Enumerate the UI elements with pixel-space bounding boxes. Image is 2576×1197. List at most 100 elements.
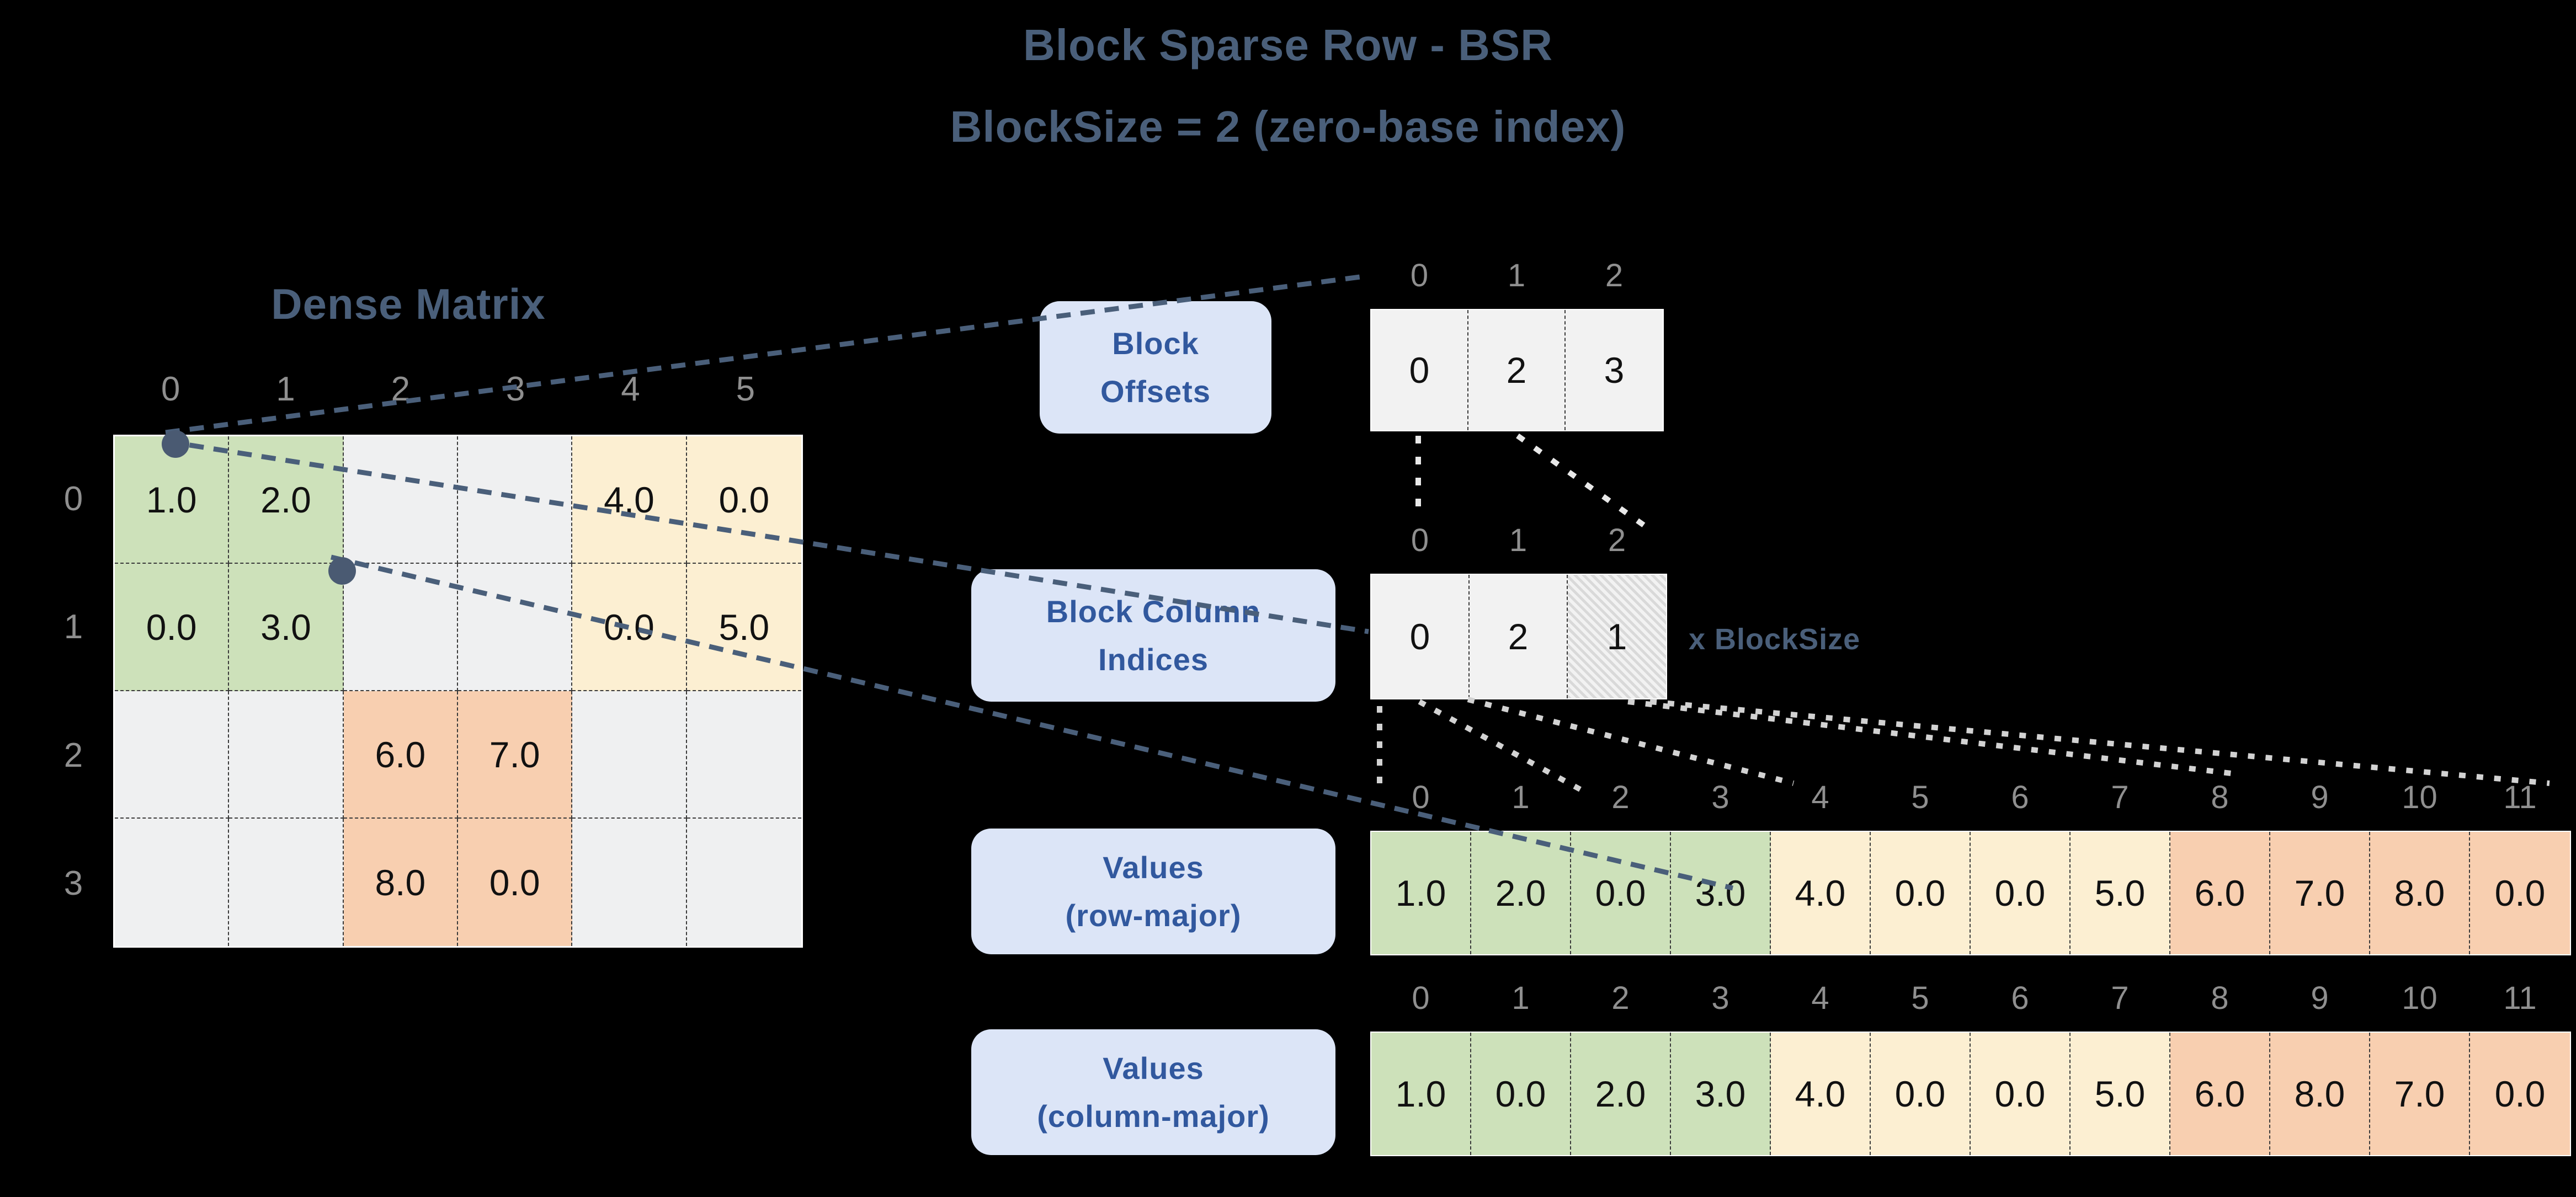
values-row-major-label-line1: Values [1103, 849, 1204, 885]
matrix-cell-r2-c5 [686, 691, 801, 819]
values-row-major-index-5: 5 [1911, 779, 1929, 815]
block-offsets-index-0: 0 [1410, 258, 1429, 293]
values-row-major-value-8: 6.0 [2194, 873, 2245, 913]
matrix-cell-r3-c2: 8.0 [343, 819, 458, 946]
values-column-major-label-line2: (column-major) [1037, 1099, 1270, 1134]
matrix-row-header-1: 1 [63, 608, 83, 646]
matrix-cell-r2-c0 [115, 691, 230, 819]
values-row-major-value-11: 0.0 [2494, 873, 2546, 913]
block-offsets-label-line2: Offsets [1100, 374, 1211, 409]
matrix-cell-r3-c3: 0.0 [457, 819, 573, 946]
link-offset1-to-bci2 [1516, 433, 1652, 532]
values-column-major-value-2: 2.0 [1595, 1073, 1646, 1114]
values-column-major-value-1: 0.0 [1495, 1073, 1546, 1114]
link-bci2b-to-values11 [1649, 699, 2550, 786]
values-row-major-index-1: 1 [1511, 779, 1530, 815]
block-offsets-label-line1: Block [1112, 325, 1199, 361]
block-column-indices-value-0: 0 [1409, 616, 1430, 657]
values-row-major-value-3: 3.0 [1695, 873, 1746, 913]
matrix-cell-r0-c3 [457, 436, 573, 564]
matrix-cell-r3-c1 [229, 819, 344, 946]
values-column-major-index-2: 2 [1611, 980, 1630, 1016]
matrix-col-header-0: 0 [161, 370, 180, 408]
matrix-cell-r0-c5: 0.0 [686, 436, 801, 564]
block-offsets-value-1: 2 [1506, 350, 1527, 391]
link-bci1b-to-values8 [1467, 697, 1795, 786]
values-row-major-index-9: 9 [2311, 779, 2329, 815]
matrix-row-header-2: 2 [63, 736, 83, 774]
values-row-major-value-4: 4.0 [1795, 873, 1846, 913]
block-offsets-value-0: 0 [1409, 350, 1430, 391]
values-column-major-value-10: 7.0 [2394, 1073, 2445, 1114]
block-column-indices-label-line2: Indices [1098, 642, 1209, 677]
values-column-major-index-8: 8 [2211, 980, 2229, 1016]
values-column-major-value-5: 0.0 [1894, 1073, 1946, 1114]
values-column-major-index-3: 3 [1711, 980, 1729, 1016]
values-row-major-value-5: 0.0 [1894, 873, 1946, 913]
values-row-major-index-8: 8 [2211, 779, 2229, 815]
matrix-col-header-3: 3 [505, 370, 525, 408]
values-row-major-label-line2: (row-major) [1065, 898, 1242, 933]
matrix-cell-r0-c4: 4.0 [572, 436, 687, 564]
block-offsets-label: Block Offsets [1040, 301, 1271, 434]
values-column-major-index-5: 5 [1911, 980, 1929, 1016]
block-column-indices-value-2: 1 [1606, 616, 1627, 657]
values-column-major-value-9: 8.0 [2294, 1073, 2345, 1114]
values-row-major-index-7: 7 [2111, 779, 2129, 815]
block-offsets-value-2: 3 [1604, 350, 1625, 391]
block-column-indices-index-0: 0 [1411, 522, 1429, 558]
matrix-cell-r2-c4 [572, 691, 687, 819]
matrix-cell-r2-c1 [229, 691, 344, 819]
block-size-multiplier-note: x BlockSize [1689, 623, 1861, 656]
source-marker-dot-b [328, 557, 356, 585]
matrix-cell-r1-c5: 5.0 [686, 564, 801, 691]
values-column-major-value-0: 1.0 [1395, 1073, 1446, 1114]
values-column-major-label-line1: Values [1103, 1050, 1204, 1086]
values-row-major-index-0: 0 [1412, 779, 1430, 815]
matrix-cell-r1-c0: 0.0 [115, 564, 230, 691]
block-offsets-index-2: 2 [1605, 258, 1624, 293]
matrix-cell-r3-c4 [572, 819, 687, 946]
matrix-cell-r1-c1: 3.0 [229, 564, 344, 691]
values-row-major-value-7: 5.0 [2094, 873, 2146, 913]
values-row-major-index-4: 4 [1811, 779, 1829, 815]
matrix-cell-r3-c5 [686, 819, 801, 946]
values-column-major-index-9: 9 [2311, 980, 2329, 1016]
link-bci2-to-values8 [1627, 699, 2241, 777]
values-row-major-index-6: 6 [2011, 779, 2029, 815]
page-title-line1: Block Sparse Row - BSR [1023, 20, 1553, 70]
block-column-indices-index-1: 1 [1509, 522, 1527, 558]
values-column-major-index-1: 1 [1511, 980, 1530, 1016]
block-column-indices-label-line1: Block Column [1046, 594, 1261, 629]
matrix-cell-r0-c1: 2.0 [229, 436, 344, 564]
values-row-major-index-11: 11 [2503, 779, 2537, 815]
